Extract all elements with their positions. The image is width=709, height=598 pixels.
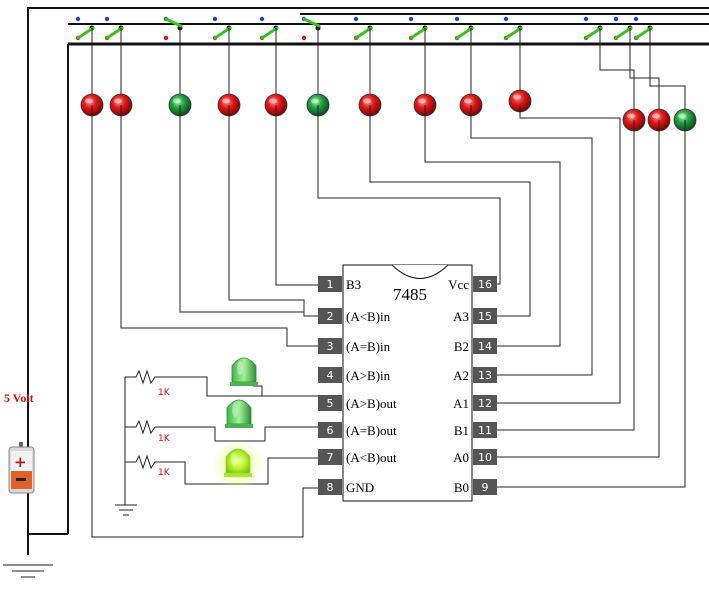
ic-pin-number: 14 bbox=[478, 340, 492, 353]
toggle-switch[interactable] bbox=[583, 16, 635, 110]
ic-pin-number: 6 bbox=[327, 424, 334, 437]
supply-label: 5 Volt bbox=[4, 391, 34, 405]
ic-pin-label: A2 bbox=[453, 368, 469, 383]
ic-pin-number: 2 bbox=[327, 310, 334, 323]
ground-symbol-main bbox=[3, 564, 53, 578]
ic-pin-label: (A<B)in bbox=[346, 309, 391, 324]
ic-pin-16: 16 Vcc bbox=[448, 276, 497, 292]
ic-pin-11: 11 B1 bbox=[454, 422, 497, 438]
ic-pin-7: 7 (A<B)out bbox=[318, 449, 397, 465]
battery-minus-icon bbox=[16, 478, 26, 481]
ic-pin-label: Vcc bbox=[448, 277, 469, 292]
toggle-switch[interactable] bbox=[633, 16, 686, 110]
ic-pin-6: 6 (A=B)out bbox=[318, 422, 397, 438]
ic-pin-number: 5 bbox=[327, 397, 334, 410]
ic-pin-label: (A>B)out bbox=[346, 396, 397, 411]
ic-pin-number: 3 bbox=[327, 340, 334, 353]
ic-pin-10: 10 A0 bbox=[453, 449, 497, 465]
toggle-switch[interactable] bbox=[301, 16, 321, 95]
ic-pin-label: (A=B)in bbox=[346, 339, 391, 354]
ic-pin-number: 12 bbox=[478, 397, 492, 410]
ic-pin-number: 4 bbox=[327, 369, 334, 382]
ic-pin-3: 3 (A=B)in bbox=[318, 338, 391, 354]
led-off-icon bbox=[230, 357, 258, 386]
led-off-icon bbox=[225, 399, 253, 428]
ic-pin-8: 8 GND bbox=[318, 479, 374, 495]
toggle-switch[interactable] bbox=[454, 16, 474, 95]
ic-pin-1: 1 B3 bbox=[318, 276, 361, 292]
ic-pin-label: B0 bbox=[454, 480, 469, 495]
ic-pin-number: 13 bbox=[478, 369, 492, 382]
ic-pin-15: 15 A3 bbox=[453, 308, 497, 324]
input-wires bbox=[91, 105, 686, 538]
ic-pin-number: 7 bbox=[327, 451, 334, 464]
battery-5v: 5 Volt + bbox=[4, 391, 35, 494]
toggle-switch[interactable] bbox=[163, 16, 183, 95]
ic-pin-4: 4 (A>B)in bbox=[318, 367, 391, 383]
resistor-label-3: 1K bbox=[158, 468, 171, 478]
ic-7485: 7485 1 B3 2 (A<B)in 3 (A=B)in 4 (A>B)in 5 (A>B)ou… bbox=[318, 264, 497, 502]
ic-pin-label: B2 bbox=[454, 339, 469, 354]
switch-array bbox=[75, 16, 686, 110]
ic-pin-label: (A>B)in bbox=[346, 368, 391, 383]
ground-symbol-output bbox=[115, 504, 137, 516]
ic-pin-number: 11 bbox=[478, 424, 492, 437]
ic-pin-12: 12 A1 bbox=[453, 395, 497, 411]
ic-pin-9: 9 B0 bbox=[454, 479, 497, 495]
ic-pin-label: A1 bbox=[453, 396, 469, 411]
ic-pin-label: GND bbox=[346, 480, 374, 495]
toggle-switch[interactable] bbox=[408, 16, 428, 95]
ic-pin-number: 10 bbox=[478, 451, 492, 464]
output-section: 1K 1K 1K bbox=[115, 357, 318, 516]
ic-pin-14: 14 B2 bbox=[454, 338, 497, 354]
toggle-switch[interactable] bbox=[613, 16, 660, 110]
ic-pin-13: 13 A2 bbox=[453, 367, 497, 383]
ic-pin-number: 8 bbox=[327, 481, 334, 494]
toggle-switch[interactable] bbox=[259, 16, 279, 95]
ic-pin-label: A3 bbox=[453, 309, 469, 324]
ic-pin-number: 1 bbox=[327, 278, 334, 291]
input-led-array bbox=[80, 89, 697, 132]
toggle-switch[interactable] bbox=[104, 16, 124, 95]
ic-pin-label: A0 bbox=[453, 450, 469, 465]
ic-pin-2: 2 (A<B)in bbox=[318, 308, 391, 324]
ic-pin-label: (A<B)out bbox=[346, 450, 397, 465]
battery-plus-icon: + bbox=[14, 453, 27, 471]
toggle-switch[interactable] bbox=[503, 16, 523, 91]
ic-pin-number: 16 bbox=[478, 278, 492, 291]
ic-name: 7485 bbox=[393, 285, 427, 304]
toggle-switch[interactable] bbox=[212, 16, 232, 95]
ic-pin-number: 15 bbox=[478, 310, 492, 323]
resistor-label-2: 1K bbox=[158, 434, 171, 444]
ic-pin-label: B3 bbox=[346, 277, 361, 292]
ic-pin-label: (A=B)out bbox=[346, 423, 397, 438]
ic-pin-label: B1 bbox=[454, 423, 469, 438]
ic-pin-number: 9 bbox=[482, 481, 489, 494]
resistor-label-1: 1K bbox=[158, 388, 171, 398]
toggle-switch[interactable] bbox=[353, 16, 373, 95]
ic-pin-5: 5 (A>B)out bbox=[318, 395, 397, 411]
led-lit-icon bbox=[212, 439, 264, 491]
toggle-switch[interactable] bbox=[75, 16, 95, 95]
